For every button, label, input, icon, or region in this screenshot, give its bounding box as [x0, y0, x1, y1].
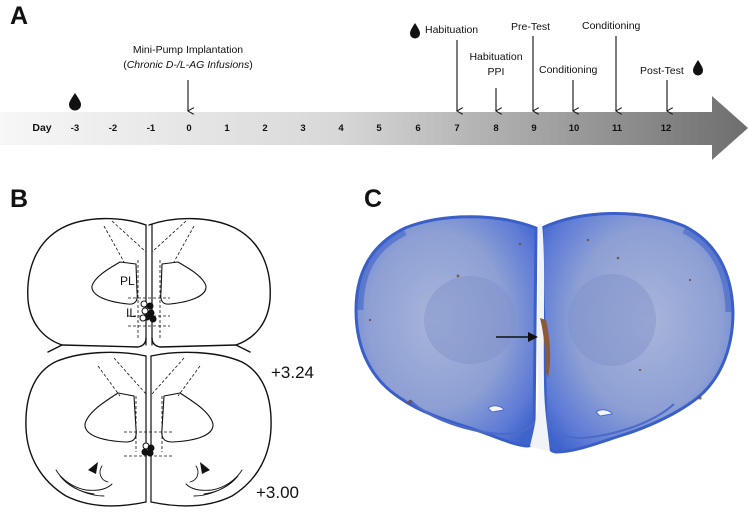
- habituation-ppi-label: Habituation PPI: [469, 51, 523, 78]
- pl-region-label: PL: [120, 274, 135, 288]
- panel-label-a: A: [10, 2, 29, 30]
- upper-placement-dots: [139, 300, 157, 323]
- left-ventricle-mark: [88, 462, 98, 474]
- panel-label-c: C: [364, 185, 383, 213]
- day-tick-label: 6: [415, 123, 421, 134]
- implant-title: Mini-Pump Implantation: [132, 44, 244, 56]
- habituation-label: Habituation: [425, 24, 479, 36]
- midline-cleft: [530, 224, 550, 452]
- day-tick-label: -3: [70, 123, 80, 134]
- water-drop-icon: [410, 23, 420, 39]
- lower-placement-dots: [141, 442, 155, 457]
- upper-section-outline: [27, 217, 271, 348]
- right-hemisphere-tissue: [540, 211, 735, 454]
- conditioning-day10-label: Conditioning: [539, 64, 598, 76]
- conditioning-day11-label: Conditioning: [582, 20, 641, 32]
- right-ventricle-mark: [200, 462, 210, 474]
- day-tick-label: 1: [224, 123, 230, 134]
- coordinate-lower: +3.00: [256, 483, 300, 502]
- day-tick-label: 3: [300, 123, 306, 134]
- il-region-label: IL: [126, 306, 137, 320]
- day-tick-label: 8: [493, 123, 499, 134]
- lesion-pointer-head: [528, 332, 538, 342]
- lower-left-olfactory: [55, 465, 113, 497]
- posttest-label: Post-Test: [640, 65, 684, 77]
- panel-label-b: B: [10, 185, 29, 213]
- water-drop-icon: [69, 93, 81, 111]
- day-axis-title: Day: [32, 122, 52, 134]
- day-tick-label: 2: [262, 123, 268, 134]
- lower-right-forceps: [161, 392, 214, 443]
- day-tick-label: 0: [186, 123, 192, 134]
- lower-right-olfactory: [185, 465, 243, 497]
- section-notch: [47, 344, 251, 353]
- coordinate-upper: +3.24: [271, 363, 315, 382]
- lower-section-outline: [25, 351, 272, 507]
- implant-annotation: Mini-Pump Implantation (Chronic D-/L-AG …: [100, 44, 276, 71]
- day-tick-label: 12: [660, 123, 672, 134]
- timeline-arrow: [0, 96, 748, 160]
- pretest-label: Pre-Test: [511, 21, 551, 33]
- upper-right-forceps: [160, 261, 207, 305]
- day-tick-label: 7: [454, 123, 460, 134]
- day-tick-label: 11: [611, 123, 623, 134]
- water-drop-icon: [693, 60, 703, 76]
- lower-region-borders: [97, 357, 201, 457]
- day-tick-label: 9: [531, 123, 537, 134]
- day-tick-label: 10: [568, 123, 580, 134]
- upper-left-forceps: [91, 261, 138, 305]
- midline: [145, 224, 153, 503]
- lower-left-forceps: [84, 392, 137, 443]
- day-tick-label: 4: [338, 123, 344, 134]
- day-tick-label: -2: [108, 123, 118, 134]
- cannula-track: [540, 318, 551, 378]
- left-hemisphere-tissue: [354, 215, 538, 448]
- timeline-graphic: [0, 23, 748, 160]
- day-tick-label: 5: [376, 123, 382, 134]
- day-tick-label: -1: [146, 123, 156, 134]
- implant-subtitle: (Chronic D-/L-AG Infusions): [123, 59, 253, 71]
